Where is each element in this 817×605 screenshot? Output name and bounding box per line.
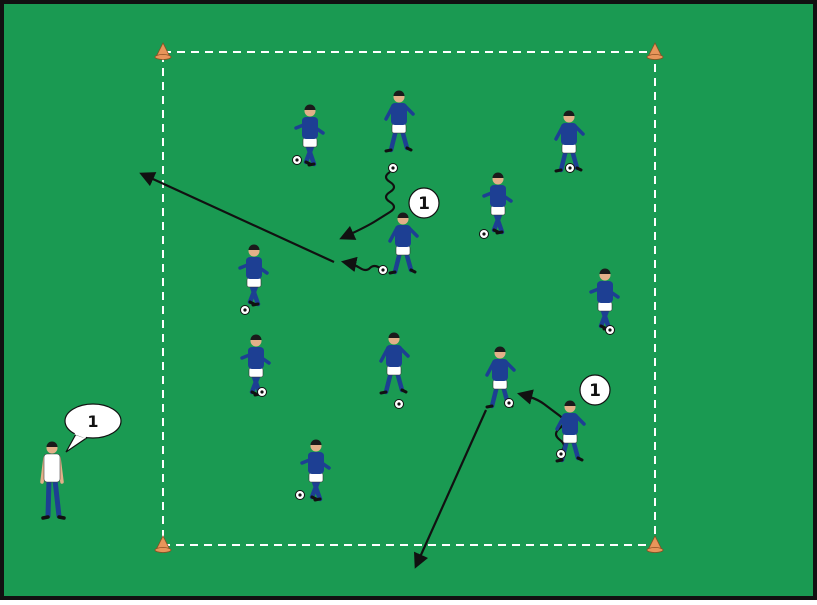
player-figure	[589, 268, 620, 335]
speech-bubble-icon	[64, 403, 122, 453]
pass-arrow-left	[139, 172, 335, 263]
soccer-ball-icon	[240, 305, 250, 315]
soccer-ball-icon	[292, 155, 302, 165]
soccer-ball-icon	[479, 229, 489, 239]
soccer-ball-icon	[388, 163, 398, 173]
player-figure	[238, 244, 269, 315]
player-figure	[479, 172, 513, 239]
dribble-arrow-top	[339, 171, 396, 240]
player-figure	[240, 334, 271, 397]
soccer-ball-icon	[504, 398, 514, 408]
grid-boundary	[162, 51, 656, 546]
dribble-arrow-mid	[340, 256, 381, 272]
cones	[154, 42, 664, 553]
player-figure	[384, 90, 415, 173]
player-figure	[378, 212, 419, 275]
coach-speech-label: 1	[87, 412, 98, 431]
soccer-ball-icon	[394, 399, 404, 409]
cone-icon	[646, 535, 664, 553]
marker-1-right-label: 1	[589, 381, 601, 401]
player-figure	[554, 110, 585, 173]
marker-1-top-label: 1	[418, 194, 430, 214]
movement-arrows	[139, 171, 566, 569]
pass-arrow-down	[414, 409, 488, 569]
player-figure	[555, 400, 586, 463]
marker-1-top: 1	[408, 187, 440, 219]
player-figure	[295, 439, 331, 502]
players	[238, 90, 620, 502]
soccer-ball-icon	[378, 265, 388, 275]
cone-icon	[646, 42, 664, 60]
player-figure	[379, 332, 410, 409]
soccer-ball-icon	[295, 490, 305, 500]
marker-1-right: 1	[579, 374, 611, 406]
coach-figure-icon	[40, 441, 66, 520]
cone-icon	[154, 42, 172, 60]
coach: 1	[40, 403, 122, 520]
soccer-ball-icon	[556, 449, 566, 459]
soccer-ball-icon	[257, 387, 267, 397]
player-figure	[292, 104, 325, 167]
soccer-ball-icon	[605, 325, 615, 335]
cone-icon	[154, 535, 172, 553]
soccer-ball-icon	[565, 163, 575, 173]
player-figure	[485, 346, 516, 409]
